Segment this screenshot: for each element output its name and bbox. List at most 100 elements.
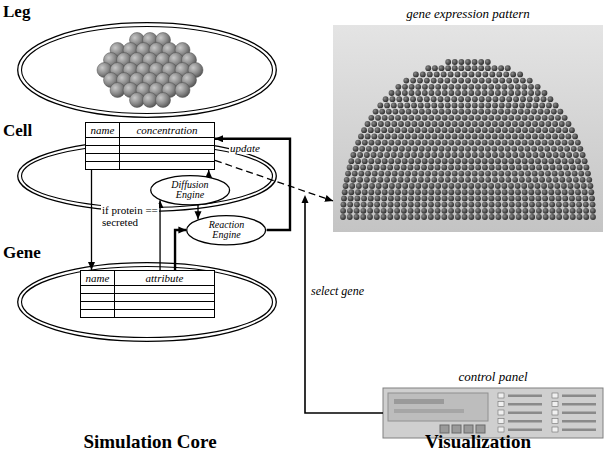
cell-dot [442,189,448,195]
cell-dot [410,78,416,84]
cell-dot [585,171,591,177]
table-row [86,137,214,145]
cell-dot [485,109,491,115]
cell-dot [576,196,582,202]
cell-dot [482,158,488,164]
cell-dot [431,103,437,109]
cell-dot [401,165,407,171]
cell-dot [512,134,518,140]
panel-ground [383,388,603,438]
cell-dot [568,183,574,189]
cell-dot [448,127,454,133]
cell-dot [556,196,562,202]
cell-dot [468,208,474,214]
cell-dot [425,152,431,158]
cell-dot [535,158,541,164]
cell-dot [408,208,414,214]
cell-dot [564,146,570,152]
table-row [81,309,214,317]
cell-dot [435,214,441,220]
cell-dot [522,158,528,164]
cell-dot [424,96,430,102]
cell-dot [492,146,498,152]
cell-dot [369,183,375,189]
cell-dot [506,152,512,158]
cell-dot [462,183,468,189]
cell-dot [488,183,494,189]
cell-dot [405,171,411,177]
cell-dot [522,196,528,202]
cell-dot [586,177,592,183]
cell-dot [583,202,589,208]
cell-dot [458,146,464,152]
control-panel-image [383,388,603,438]
cell-dot [382,189,388,195]
cell-dot [375,115,381,121]
cell-dot [355,189,361,195]
cell-dot [401,214,407,220]
cell-dot [445,109,451,115]
cell-dot [403,96,409,102]
cell-dot [548,183,554,189]
cell-dot [548,189,554,195]
column-title: Simulation Core [83,431,216,453]
cell-dot [371,121,377,127]
node-heading: Leg [3,2,30,22]
cell-dot [566,121,572,127]
cell-dot [512,103,518,109]
table-row [81,285,214,293]
cell-dot [521,84,527,90]
cell-dot [482,72,488,78]
cell-dot [509,208,515,214]
cell-dot [462,140,468,146]
cell-dot [511,109,517,115]
cell-dot [406,146,412,152]
cell-dot [462,165,468,171]
cell-dot [469,72,475,78]
column-header: name [86,123,120,137]
cell-dot [435,202,441,208]
cell-dot [402,84,408,90]
cell-dot [465,78,471,84]
cell-dot [502,90,508,96]
cell-dot [582,189,588,195]
cell-dot [553,152,559,158]
cell-dot [562,115,568,121]
cell-dot [475,158,481,164]
cell-dot [515,158,521,164]
cell-dot [475,202,481,208]
cell-dot [548,158,554,164]
cell-dot [415,140,421,146]
cell-dot [529,214,535,220]
cell-dot [512,152,518,158]
cell-dot [468,84,474,90]
cell-dot [482,84,488,90]
cell-dot [395,189,401,195]
cell-dot [362,140,368,146]
cell-dot [448,115,454,121]
image-panel: control panel [383,388,603,438]
cell-dot [424,78,430,84]
cell-dot [448,189,454,195]
node-heading: control panel [383,369,603,385]
cell-dot [452,65,458,71]
cell-dot [367,165,373,171]
cell-dot [442,127,448,133]
cell-dot [472,103,478,109]
cell-dot [438,103,444,109]
cell-dot [522,208,528,214]
cell-dot [555,158,561,164]
cell-dot [535,84,541,90]
cell-dot [425,134,431,140]
cell-dot [442,196,448,202]
cell-dot [516,214,522,220]
cell-dot [387,214,393,220]
cell-dot [492,65,498,71]
cell-dot [562,158,568,164]
cell-dot [448,202,454,208]
cell-dot [427,72,433,78]
cell-dot [432,146,438,152]
cell-dot [519,121,525,127]
cell-dot [409,183,415,189]
